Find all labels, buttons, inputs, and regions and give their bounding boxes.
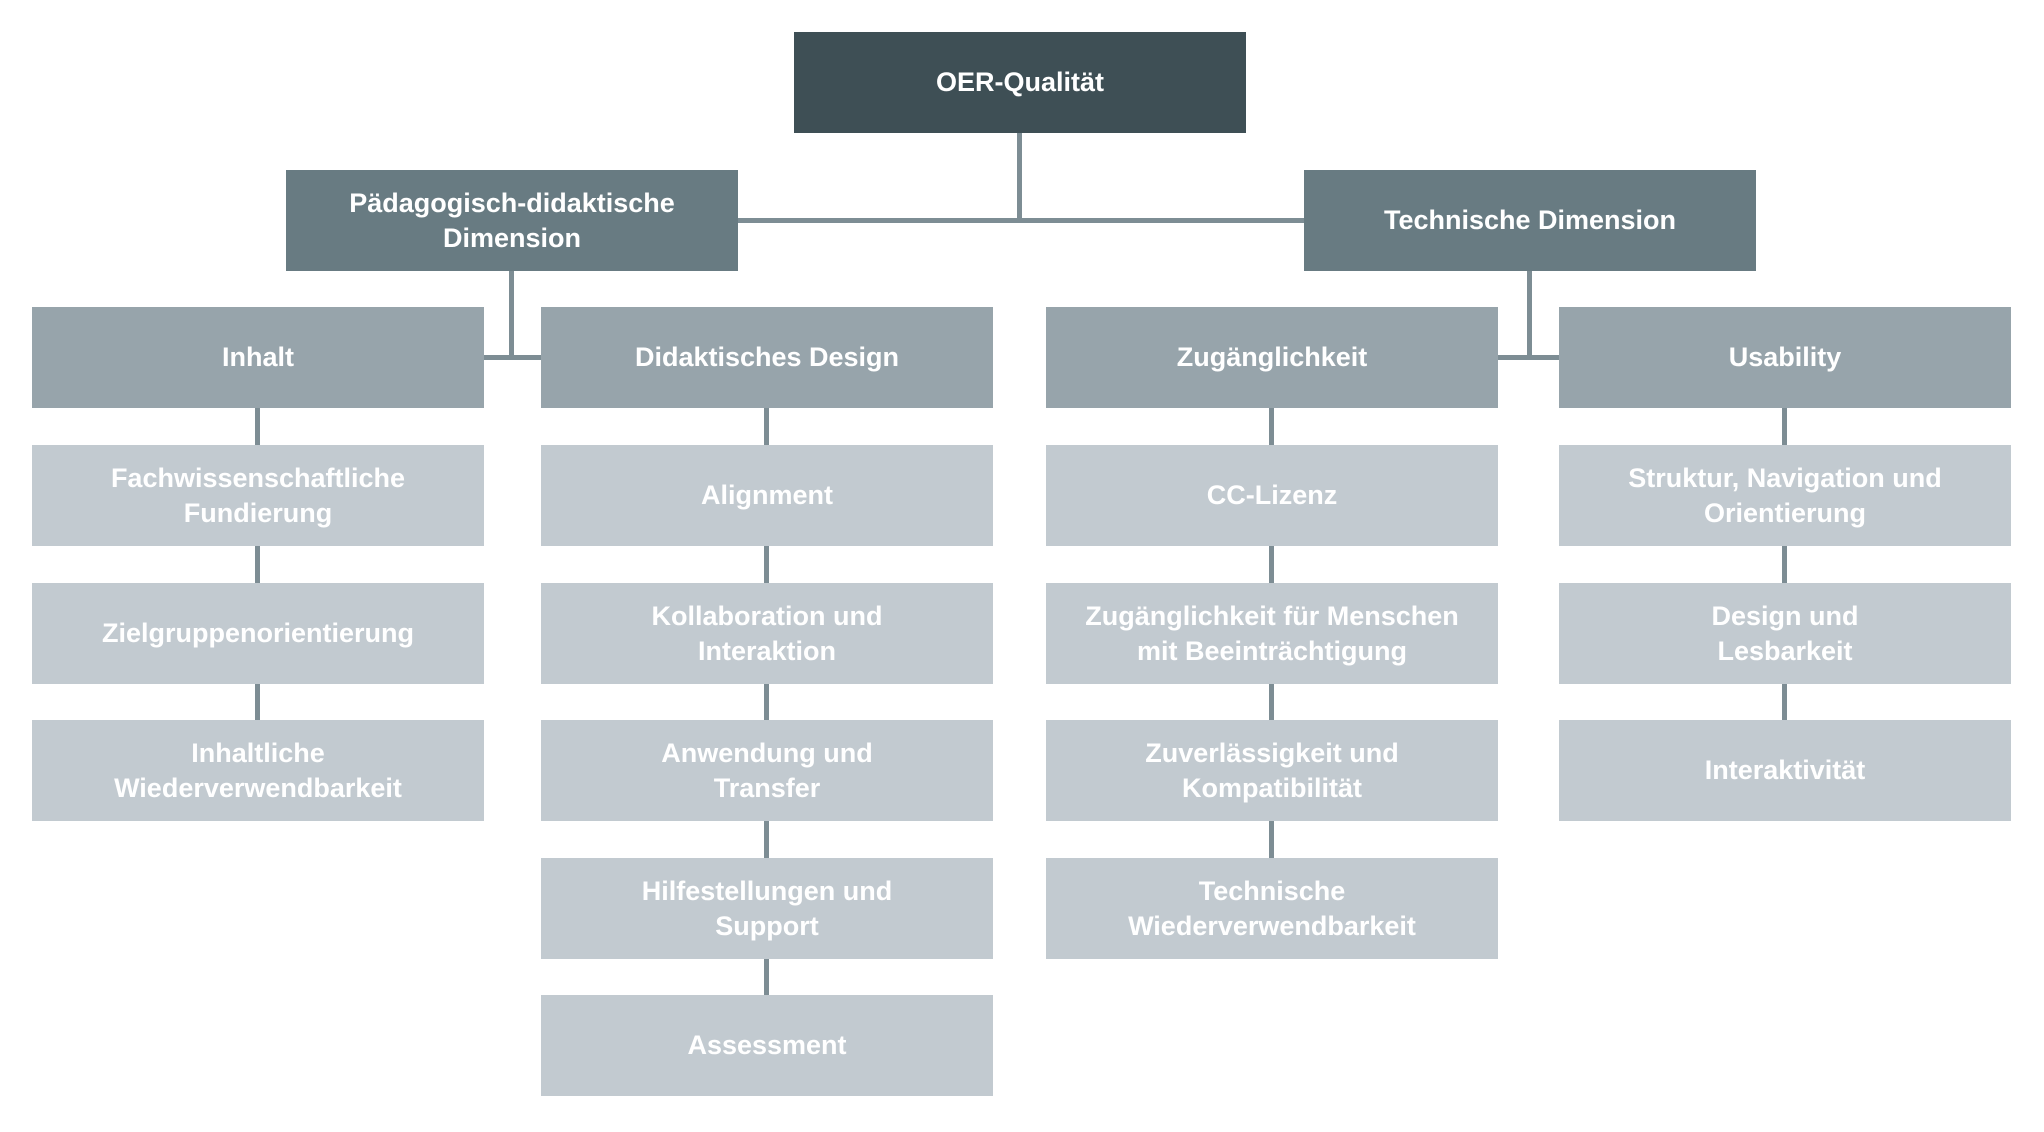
node-label: Zuverlässigkeit und Kompatibilität [1145,738,1399,803]
node-label: Didaktisches Design [634,342,900,373]
connector-col2-link [764,546,769,583]
node-label: Usability [1728,342,1842,373]
node-zielgruppenorientierung: Zielgruppenorientierung [32,583,484,684]
node-paedagogisch-didaktische-dimension: Pädagogisch-didaktische Dimension [286,170,738,271]
connector-tech-drop [1527,271,1532,360]
node-inhalt: Inhalt [32,307,484,408]
node-zuverlaessigkeit-und-kompatibilitaet: Zuverlässigkeit und Kompatibilität [1046,720,1498,821]
connector-paed-crossbar [484,355,541,360]
connector-col3-link [1269,546,1274,583]
connector-col3-link [1269,684,1274,720]
node-label: Zugänglichkeit für Menschen mit Beeinträ… [1085,601,1459,666]
node-oer-qualitaet: OER-Qualität [794,32,1246,133]
connector-col1-link [255,546,260,583]
node-label: OER-Qualität [935,67,1104,98]
connector-dimensions-crossbar [738,218,1304,223]
node-inhaltliche-wiederverwendbarkeit: Inhaltliche Wiederverwendbarkeit [32,720,484,821]
node-label: Anwendung und Transfer [661,738,873,803]
node-label: Interaktivität [1704,755,1866,786]
connector-tech-crossbar [1498,355,1559,360]
node-technische-wiederverwendbarkeit: Technische Wiederverwendbarkeit [1046,858,1498,959]
node-label: Design und Lesbarkeit [1711,601,1859,666]
node-assessment: Assessment [541,995,993,1096]
connector-col2-link [764,959,769,995]
node-label: Zielgruppenorientierung [101,618,414,649]
node-design-und-lesbarkeit: Design und Lesbarkeit [1559,583,2011,684]
node-label: Pädagogisch-didaktische Dimension [349,188,675,253]
node-didaktisches-design: Didaktisches Design [541,307,993,408]
node-label: Inhaltliche Wiederverwendbarkeit [114,738,402,803]
node-label: Zugänglichkeit [1176,342,1368,373]
node-label: Inhalt [222,342,294,373]
connector-col3-link [1269,821,1274,858]
connector-col2-link [764,684,769,720]
node-zugaenglichkeit: Zugänglichkeit [1046,307,1498,408]
connector-col1-link [255,408,260,445]
node-label: Fachwissenschaftliche Fundierung [110,463,406,528]
node-label: Assessment [687,1030,847,1061]
connector-col4-link [1782,546,1787,583]
connector-paed-drop [509,271,514,360]
node-hilfestellungen-und-support: Hilfestellungen und Support [541,858,993,959]
node-cc-lizenz: CC-Lizenz [1046,445,1498,546]
connector-col3-link [1269,408,1274,445]
node-usability: Usability [1559,307,2011,408]
node-label: CC-Lizenz [1206,480,1338,511]
node-label: Technische Dimension [1383,205,1677,236]
node-technische-dimension: Technische Dimension [1304,170,1756,271]
node-label: Alignment [701,480,833,511]
node-zugaenglichkeit-fuer-menschen: Zugänglichkeit für Menschen mit Beeinträ… [1046,583,1498,684]
node-kollaboration-und-interaktion: Kollaboration und Interaktion [541,583,993,684]
node-alignment: Alignment [541,445,993,546]
connector-col2-link [764,408,769,445]
node-fachwissenschaftliche-fundierung: Fachwissenschaftliche Fundierung [32,445,484,546]
connector-col4-link [1782,684,1787,720]
connector-col1-link [255,684,260,720]
node-label: Technische Wiederverwendbarkeit [1128,876,1416,941]
node-label: Kollaboration und Interaktion [651,601,883,666]
node-label: Struktur, Navigation und Orientierung [1628,463,1942,528]
node-anwendung-und-transfer: Anwendung und Transfer [541,720,993,821]
connector-col4-link [1782,408,1787,445]
node-interaktivitaet: Interaktivität [1559,720,2011,821]
connector-col2-link [764,821,769,858]
node-label: Hilfestellungen und Support [641,876,893,941]
connector-root-drop [1017,133,1022,223]
node-struktur-navigation-orientierung: Struktur, Navigation und Orientierung [1559,445,2011,546]
